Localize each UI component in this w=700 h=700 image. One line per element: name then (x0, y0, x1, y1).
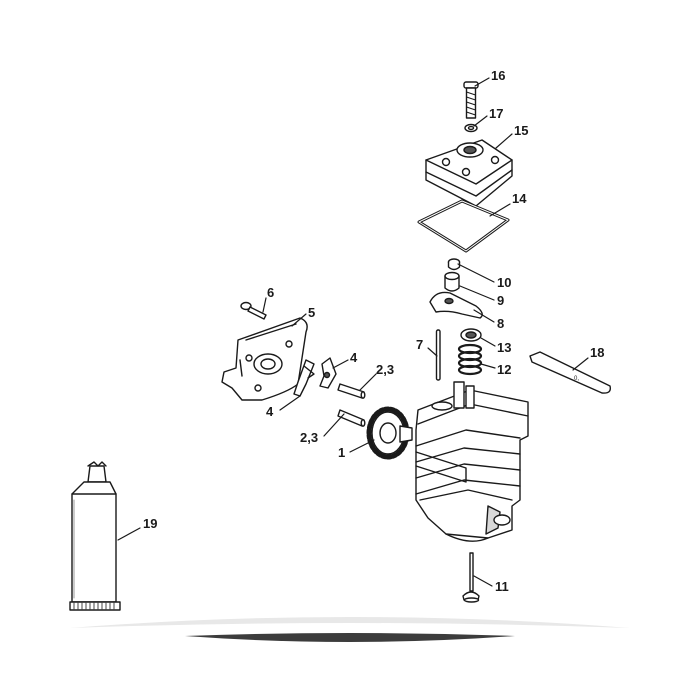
part-11-valve[interactable] (462, 552, 480, 603)
callout-9: 9 (497, 293, 504, 308)
part-10-valve-cap[interactable] (447, 258, 461, 271)
callout-8: 8 (497, 316, 504, 331)
cylinder-block (415, 381, 529, 542)
callout-15: 15 (514, 123, 528, 138)
part-8-rocker-arm[interactable] (429, 291, 483, 319)
callout-11: 11 (495, 579, 509, 594)
callout-labels: 16 17 15 14 10 9 8 13 12 7 18 6 5 4 4 2,… (143, 68, 604, 594)
callout-23-lower: 2,3 (300, 430, 318, 445)
part-1-cam-gear[interactable] (366, 406, 413, 460)
callout-1: 1 (338, 445, 345, 460)
part-23-shaft-lower[interactable] (337, 409, 366, 427)
part-5-gear-cover[interactable] (221, 317, 308, 401)
part-19-grease-tube[interactable] (69, 461, 121, 611)
part-4-lever-upper[interactable] (319, 357, 337, 389)
part-13-spring-retainer[interactable] (460, 328, 482, 342)
part-18-feeler-gauge[interactable]: 0, (529, 351, 612, 394)
callout-18: 18 (590, 345, 604, 360)
callout-17: 17 (489, 106, 503, 121)
callout-14: 14 (512, 191, 527, 206)
callout-10: 10 (497, 275, 511, 290)
callout-5: 5 (308, 305, 315, 320)
page-shadow (70, 617, 630, 642)
callout-6: 6 (267, 285, 274, 300)
callout-4-upper: 4 (350, 350, 358, 365)
callout-23-upper: 2,3 (376, 362, 394, 377)
part-16-screw[interactable] (463, 81, 479, 119)
callout-12: 12 (497, 362, 511, 377)
callout-4-lower: 4 (266, 404, 274, 419)
part-6-screw[interactable] (240, 301, 267, 320)
callout-7: 7 (416, 337, 423, 352)
svg-text:0,: 0, (574, 376, 579, 382)
part-4-lever-lower[interactable] (293, 359, 315, 397)
part-7-pushrod[interactable] (435, 329, 441, 381)
callout-16: 16 (491, 68, 505, 83)
part-15-rocker-cover[interactable] (425, 139, 513, 207)
callout-13: 13 (497, 340, 511, 355)
callout-19: 19 (143, 516, 157, 531)
part-14-gasket[interactable] (417, 199, 510, 253)
part-12-valve-spring[interactable] (457, 343, 483, 376)
part-23-shaft-upper[interactable] (337, 383, 366, 399)
leader-lines (117, 77, 589, 587)
part-9-pushrod-cup[interactable] (444, 271, 460, 292)
